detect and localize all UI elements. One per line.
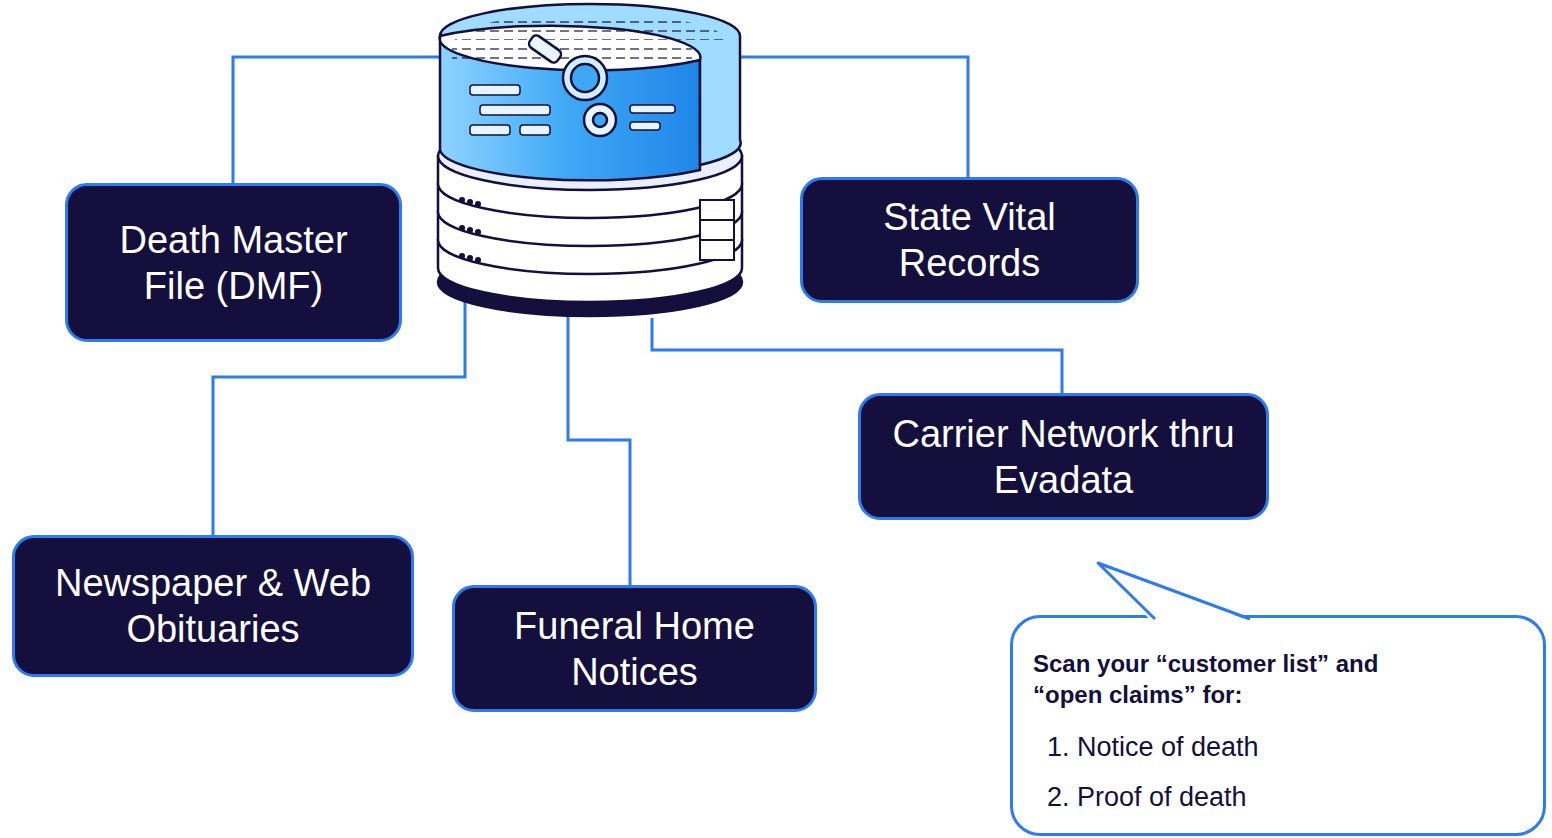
callout-box: Scan your “customer list” and “open clai… (1010, 615, 1546, 836)
side-stack (700, 200, 734, 260)
box-label: State Vital Records (819, 194, 1120, 286)
list-item: 2. Proof of death (1033, 772, 1523, 822)
box-label: Newspaper & Web Obituaries (31, 560, 395, 652)
source-box: Funeral Home Notices (452, 585, 817, 712)
callout-heading: Scan your “customer list” and “open clai… (1033, 648, 1393, 710)
box-label: Death Master File (DMF) (84, 217, 383, 309)
magnifier (527, 34, 607, 100)
source-box: State Vital Records (800, 177, 1139, 303)
source-box: Carrier Network thru Evadata (858, 393, 1269, 520)
box-label: Funeral Home Notices (471, 603, 798, 695)
list-item: 1. Notice of death (1033, 722, 1523, 772)
source-box: Newspaper & Web Obituaries (12, 535, 414, 677)
screen-cylinder (440, 4, 741, 180)
box-label: Carrier Network thru Evadata (877, 411, 1250, 503)
source-box: Death Master File (DMF) (65, 183, 402, 342)
